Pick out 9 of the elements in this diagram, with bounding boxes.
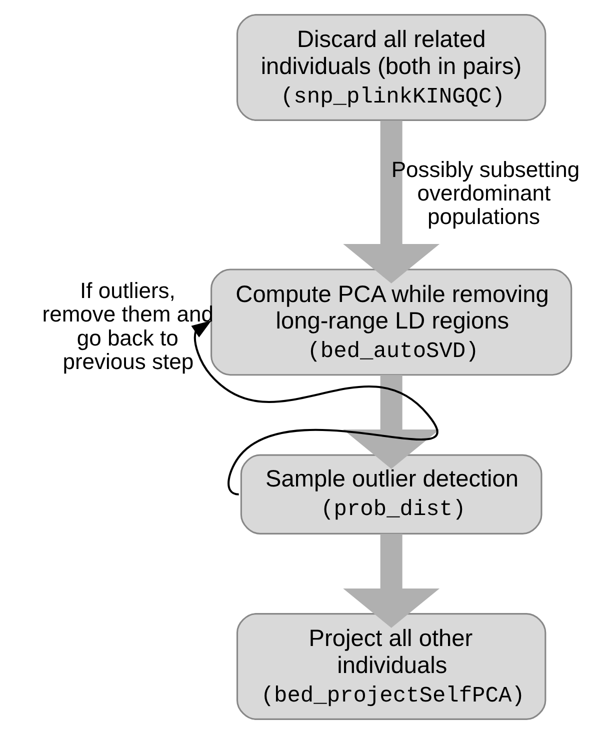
edge-label: If outliers, remove them and go back to previous step <box>42 278 213 374</box>
arrow <box>190 320 437 496</box>
arrow <box>342 120 440 284</box>
arrow <box>342 534 440 628</box>
node-box: Project all other individuals (bed_projectSelfPCA) <box>236 613 546 720</box>
node-box: Discard all related individuals (both in pairs) (snp_plinkKINGQC) <box>236 14 546 121</box>
node-box: Sample outlier detection (prob_dist) <box>240 454 542 534</box>
arrow <box>342 374 440 469</box>
edge-label: Possibly subsetting overdominant populations <box>390 157 580 230</box>
